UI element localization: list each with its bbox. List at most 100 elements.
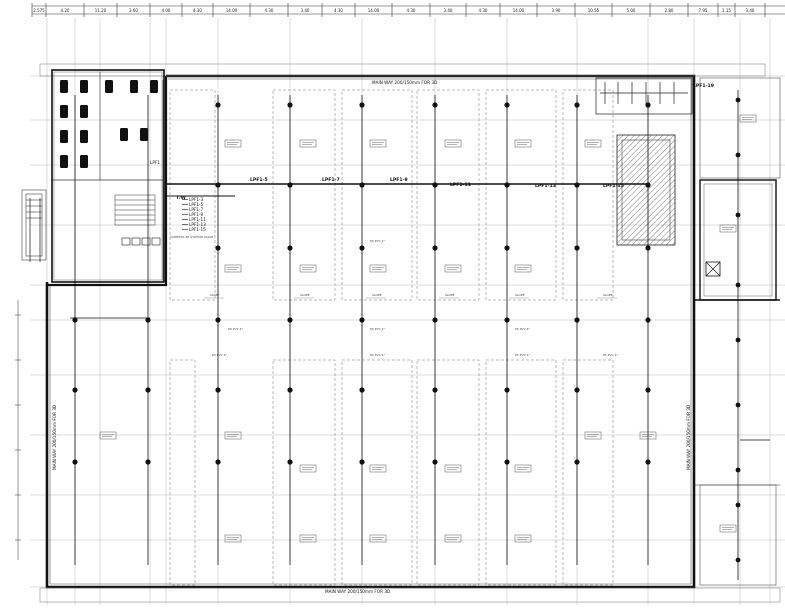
annotation-block — [299, 139, 317, 148]
annotation-block — [299, 534, 317, 543]
riser-note: CONTROL BY STATION VALVE — [170, 235, 213, 239]
drain-point-icon — [645, 182, 651, 188]
drain-point-icon — [72, 459, 78, 465]
annotation-block — [224, 431, 242, 440]
drain-point-icon — [504, 387, 510, 393]
drain-point-icon — [735, 337, 741, 343]
drain-point-icon — [735, 282, 741, 288]
dimension-value: 4.00 — [162, 8, 171, 13]
drain-point-icon — [359, 182, 365, 188]
drain-point-icon — [215, 245, 221, 251]
toilet-icon — [60, 155, 68, 168]
drain-point-icon — [215, 317, 221, 323]
main-pipe — [70, 183, 770, 441]
dimension-value: 4.30 — [407, 8, 416, 13]
annotation-block — [224, 264, 242, 273]
drain-point-icon — [145, 459, 151, 465]
drain-point-icon — [359, 387, 365, 393]
drain-point-icon — [735, 212, 741, 218]
main-way-label-bottom: MAIN WAY 200/150mm FOR 3D — [325, 589, 390, 594]
drain-point-icon — [574, 459, 580, 465]
drain-point-icon — [145, 317, 151, 323]
drain-point-icon — [432, 102, 438, 108]
slope-note: SLOPE — [300, 293, 310, 297]
dimension-chain-left — [15, 300, 21, 560]
dimension-value: 3.60 — [129, 8, 138, 13]
riser-header: T/W — [176, 195, 186, 201]
dimension-value: 10.55 — [588, 8, 600, 13]
toilet-icon — [120, 128, 128, 141]
dimension-value: 14.00 — [368, 8, 380, 13]
annotation-block — [369, 464, 387, 473]
toilet-icon — [80, 130, 88, 143]
drain-point-icon — [645, 387, 651, 393]
annotation-block — [514, 464, 532, 473]
annotation-block — [739, 114, 757, 123]
service-room — [51, 69, 165, 283]
annotation-block — [719, 224, 737, 233]
drain-point-icon — [574, 245, 580, 251]
pvc-note: 65 PVC 4" — [603, 353, 619, 357]
dimension-value: 3.90 — [552, 8, 561, 13]
drain-point-icon — [735, 557, 741, 563]
drain-point-icon — [287, 387, 293, 393]
drain-point-icon — [645, 102, 651, 108]
slope-note: SLOPE — [603, 293, 613, 297]
annotation-block — [444, 464, 462, 473]
pvc-note: 65 PVC 4" — [515, 353, 531, 357]
toilet-icon — [130, 80, 138, 93]
pvc-note: 65 PVC 4" — [370, 353, 386, 357]
pipe-label: LPF1-15 — [603, 183, 624, 189]
drain-point-icon — [735, 97, 741, 103]
dimension-value: 2.80 — [665, 8, 674, 13]
drain-point-icon — [287, 317, 293, 323]
pump-equipment — [595, 77, 693, 115]
drain-point-icon — [287, 245, 293, 251]
drain-drops — [29, 90, 739, 580]
sinks — [121, 237, 161, 246]
slope-note: SLOPE — [515, 293, 525, 297]
annotation-blocks — [99, 114, 757, 543]
drain-point-icon — [504, 182, 510, 188]
annotation-block — [444, 264, 462, 273]
toilet-fixtures — [60, 80, 158, 168]
pipe-label: LPF1-7 — [322, 177, 340, 183]
drain-point-icon — [359, 459, 365, 465]
riser-item: LPF1-5 — [189, 202, 203, 207]
drain-point-icon — [432, 387, 438, 393]
drain-point-icon — [735, 402, 741, 408]
drain-point-icon — [359, 102, 365, 108]
pvc-note: 65 PVC 4" — [370, 327, 386, 331]
annotation-block — [224, 534, 242, 543]
drain-point-icon — [574, 387, 580, 393]
toilet-icon — [60, 80, 68, 93]
slope-note: SLOPE — [372, 293, 382, 297]
annotation-block — [369, 139, 387, 148]
pipe-label: LPF1-19 — [693, 83, 714, 89]
toilet-icon — [150, 80, 158, 93]
annotation-block — [584, 139, 602, 148]
annotation-block — [99, 431, 117, 440]
pvc-note: 65 PVC 4" — [212, 353, 228, 357]
toilet-icon — [80, 155, 88, 168]
drain-point-icon — [735, 467, 741, 473]
drain-point-icon — [215, 387, 221, 393]
slope-note: SLOPE — [210, 293, 220, 297]
drain-point-icon — [215, 459, 221, 465]
dimension-value: 3.40 — [301, 8, 310, 13]
dimension-value: 3.40 — [746, 8, 755, 13]
drain-point-icon — [215, 102, 221, 108]
annotation-block — [369, 264, 387, 273]
drain-point-icon — [735, 152, 741, 158]
riser-item: LPF1-13 — [189, 222, 206, 227]
dimension-value: 4.20 — [61, 8, 70, 13]
riser-tag: LPF1 — [150, 160, 160, 165]
dimension-value: 3.40 — [444, 8, 453, 13]
dimension-value: 4.30 — [479, 8, 488, 13]
parking-bays — [169, 89, 614, 586]
riser-item: LPF1-9 — [189, 212, 203, 217]
drain-point-icon — [432, 317, 438, 323]
